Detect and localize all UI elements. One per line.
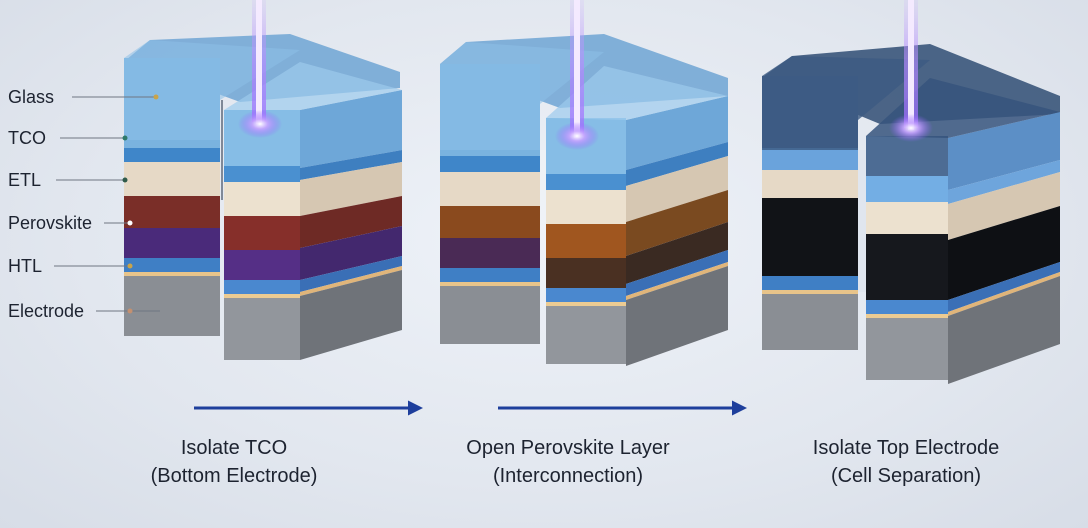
layer-label-perovskite: Perovskite (8, 213, 93, 233)
step-2-title: Open Perovskite Layer (466, 437, 670, 459)
stack-step-3 (762, 44, 1060, 384)
laser-beam-3 (889, 0, 933, 142)
label-dots (122, 94, 159, 314)
stack-1-right-side (300, 90, 402, 360)
step-caption-1: Isolate TCO (Bottom Electrode) (84, 434, 384, 490)
step-1-subtitle: (Bottom Electrode) (150, 465, 318, 487)
step-3-subtitle: (Cell Separation) (830, 465, 982, 487)
stack-1-right-front (224, 110, 300, 360)
stack-3-right-front (866, 136, 948, 380)
stack-3-right-side (948, 112, 1060, 384)
stack-2-right-side (626, 96, 728, 366)
laser-beam-1 (238, 0, 282, 138)
step-3-title: Isolate Top Electrode (812, 437, 1000, 459)
layer-label-htl: HTL (8, 256, 43, 276)
layer-label-glass: Glass (8, 87, 55, 107)
laser-beam-2 (555, 0, 599, 150)
step-caption-2: Open Perovskite Layer (Interconnection) (418, 434, 718, 490)
step-1-title: Isolate TCO (180, 437, 288, 459)
layer-label-etl: ETL (8, 170, 42, 190)
stack-step-1 (124, 34, 402, 360)
step-2-subtitle: (Interconnection) (492, 465, 644, 487)
layer-label-electrode: Electrode (8, 301, 85, 321)
stack-2-right-front (546, 118, 626, 364)
layer-label-tco: TCO (8, 128, 46, 148)
step-caption-3: Isolate Top Electrode (Cell Separation) (756, 434, 1056, 490)
